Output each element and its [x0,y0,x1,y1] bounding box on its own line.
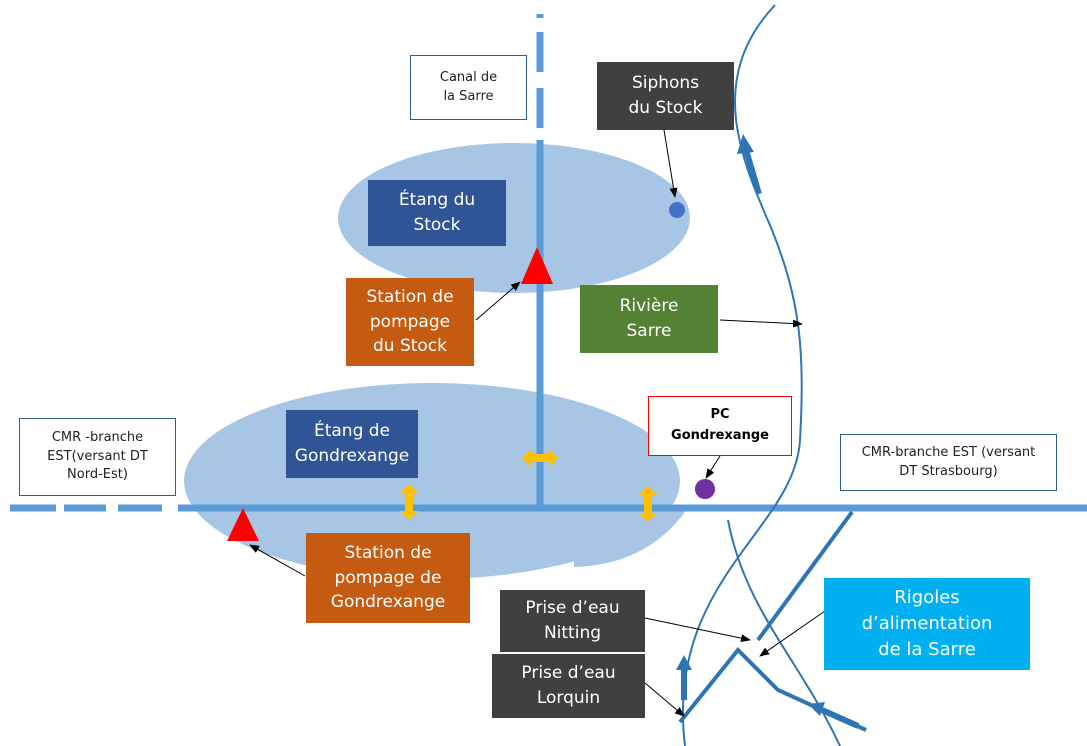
leader-arrow [644,682,685,717]
flow-arrow-icon [808,702,825,716]
etang-gondrexange-label: Étang de Gondrexange [286,410,418,478]
pump-triangle-icon [521,247,553,284]
etang-stock-label: Étang du Stock [368,180,506,246]
sarre-river-line [682,4,803,746]
rigoles-label: Rigoles d’alimentation de la Sarre [824,578,1030,670]
valve-vertical-arrow-icon [400,484,418,520]
rigole-line [756,510,854,642]
prise-nitting-label: Prise d’eau Nitting [500,590,645,652]
flow-arrow-shaft [820,707,860,729]
station-stock-label: Station de pompage du Stock [346,278,474,366]
leader-arrow [719,319,803,328]
pc-gondrexange-label: PC Gondrexange [648,396,792,456]
flow-arrow-icon [737,134,754,154]
leader-arrow [663,129,678,198]
flow-arrow-icon [676,655,692,670]
leader-arrow [644,617,751,643]
leader-arrow [759,610,826,657]
flow-arrow-shaft [743,149,762,195]
cmr-strasbourg-label: CMR-branche EST (versant DT Strasbourg) [840,434,1057,491]
riviere-sarre-label: Rivière Sarre [580,285,718,353]
siphon-marker [669,202,685,218]
station-gondrexange-label: Station de pompage de Gondrexange [306,533,470,623]
sarre-river-branch [727,519,841,746]
leader-arrow [705,455,721,479]
canal-sarre-label: Canal de la Sarre [410,55,527,120]
cmr-nord-est-label: CMR -branche EST(versant DT Nord-Est) [19,418,176,496]
siphons-stock-label: Siphons du Stock [597,62,734,130]
pc-marker [695,479,715,499]
pump-triangle-icon [227,508,259,541]
prise-lorquin-label: Prise d’eau Lorquin [492,654,645,718]
valve-horizontal-arrow-icon [522,449,558,467]
etang-gondrexange-bay [574,505,690,567]
valve-vertical-arrow-icon [639,486,657,522]
leader-arrow [249,544,306,577]
leader-arrow [475,281,521,321]
